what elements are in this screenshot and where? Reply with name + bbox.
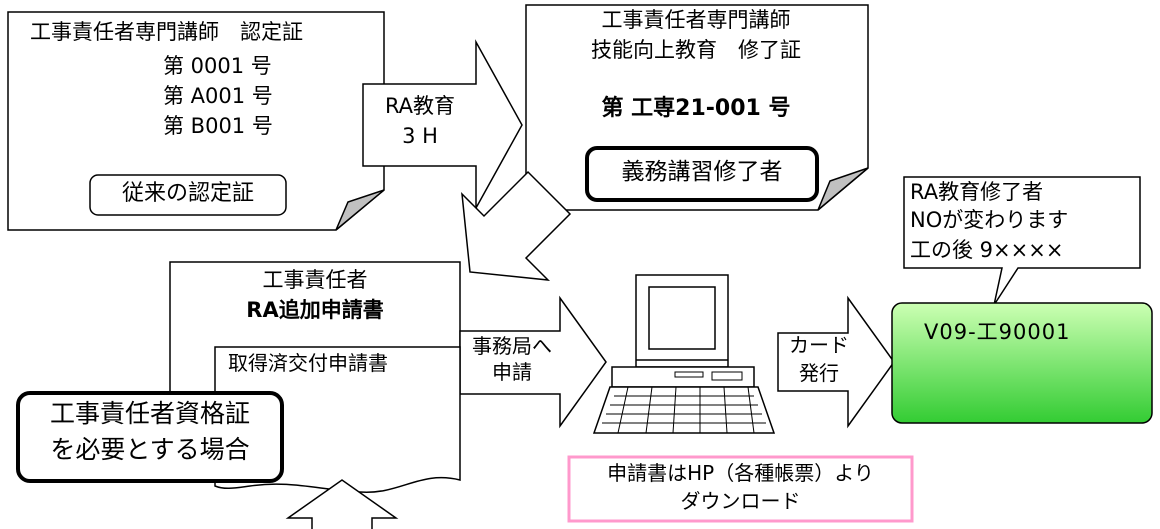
- callout-box: [903, 176, 1141, 306]
- issue-label-1: カード: [789, 333, 849, 357]
- ra-education-hours: 3 H: [402, 124, 438, 148]
- download-note-line-2: ダウンロード: [680, 489, 801, 513]
- ra-education-arrow: [362, 39, 523, 211]
- condition-line-2: を必要とする場合: [50, 435, 250, 464]
- submit-arrow: [459, 295, 607, 429]
- old-cert-badge: 従来の認定証: [121, 181, 254, 206]
- issue-label-2: 発行: [799, 361, 839, 385]
- new-cert-title-1: 工事責任者専門講師: [601, 8, 791, 32]
- card-shape: [891, 302, 1153, 424]
- old-cert-title: 工事責任者専門講師 認定証: [30, 20, 303, 44]
- download-note-frame: [567, 455, 914, 523]
- download-note-line-1: 申請書はHP（各種帳票）より: [607, 461, 874, 485]
- new-cert-title-2: 技能向上教育 修了証: [591, 38, 801, 62]
- old-cert-number-1: 第 0001 号: [163, 54, 272, 78]
- condition-badge-frame: [16, 391, 284, 483]
- new-cert-number: 第 工専21-001 号: [601, 96, 791, 121]
- old-cert-number-2: 第 A001 号: [163, 84, 273, 108]
- card-number: V09-工90001: [924, 320, 1071, 344]
- computer-icon: [592, 274, 776, 434]
- submit-label-1: 事務局へ: [472, 334, 552, 358]
- new-cert-badge: 義務講習修了者: [621, 159, 783, 185]
- callout-line-1: RA教育修了者: [910, 180, 1044, 204]
- upward-arrow: [285, 479, 399, 529]
- ra-education-label: RA教育: [384, 94, 456, 118]
- diagonal-down-arrow: [461, 170, 572, 281]
- application-title-2: RA追加申請書: [246, 298, 384, 322]
- submit-label-2: 申請: [492, 360, 532, 384]
- old-cert-badge-frame: [89, 174, 287, 216]
- application-title-1: 工事責任者: [262, 268, 368, 292]
- old-cert-number-3: 第 B001 号: [163, 114, 273, 138]
- new-cert-badge-frame: [585, 146, 819, 202]
- issue-card-arrow: [777, 295, 895, 429]
- callout-line-3: 工の後 9××××: [910, 238, 1064, 262]
- condition-line-1: 工事責任者資格証: [49, 399, 250, 428]
- callout-line-2: NOが変わります: [910, 208, 1069, 232]
- acquired-document-label: 取得済交付申請書: [228, 351, 388, 375]
